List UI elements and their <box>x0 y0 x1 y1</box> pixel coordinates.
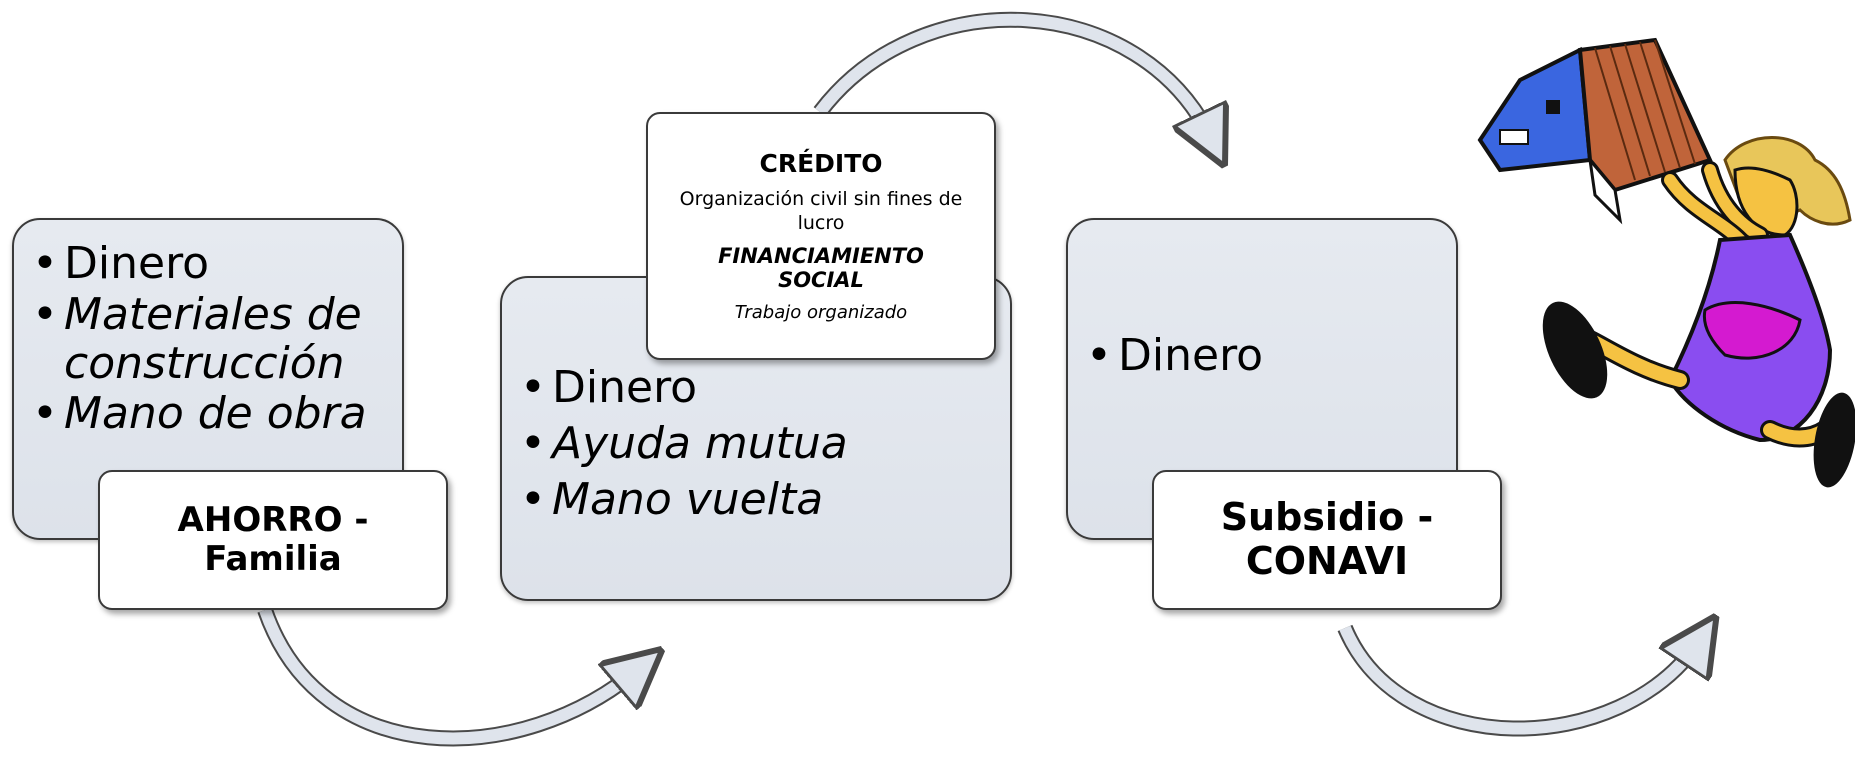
list-item: Ayuda mutua <box>516 418 1000 470</box>
credito-list: Dinero Ayuda mutua Mano vuelta <box>516 362 1000 526</box>
credito-trabajo: Trabajo organizado <box>734 301 908 323</box>
credito-financiamiento: FINANCIAMIENTO SOCIAL <box>718 243 924 292</box>
girl-carrying-house-illustration <box>1477 37 1855 488</box>
list-item: Mano vuelta <box>516 474 1000 526</box>
list-item: Dinero <box>516 362 1000 414</box>
list-item: Mano de obra <box>28 388 394 440</box>
ahorro-label-box: AHORRO - Familia <box>98 470 448 610</box>
curved-arrow-icon <box>257 607 640 747</box>
credito-org-text: Organización civil sin fines de lucro <box>679 188 963 234</box>
ahorro-label-line1: AHORRO - <box>177 499 369 540</box>
list-item: Materiales de construcción <box>28 290 394 389</box>
list-item: Dinero <box>28 238 394 290</box>
subsidio-list: Dinero <box>1082 330 1446 382</box>
credito-title: CRÉDITO <box>759 149 883 179</box>
subsidio-label-line1: Subsidio - <box>1220 495 1434 540</box>
curved-arrow-icon <box>813 11 1212 140</box>
list-item: Dinero <box>1082 330 1446 382</box>
ahorro-label-line2: Familia <box>204 539 342 579</box>
house-icon <box>1477 37 1713 225</box>
subsidio-label-line2: CONAVI <box>1245 539 1409 583</box>
subsidio-label-box: Subsidio - CONAVI <box>1152 470 1502 610</box>
curved-arrow-icon <box>1337 628 1700 737</box>
ahorro-list: Dinero Materiales de construcción Mano d… <box>28 238 394 440</box>
credito-card: CRÉDITO Organización civil sin fines de … <box>646 112 996 360</box>
